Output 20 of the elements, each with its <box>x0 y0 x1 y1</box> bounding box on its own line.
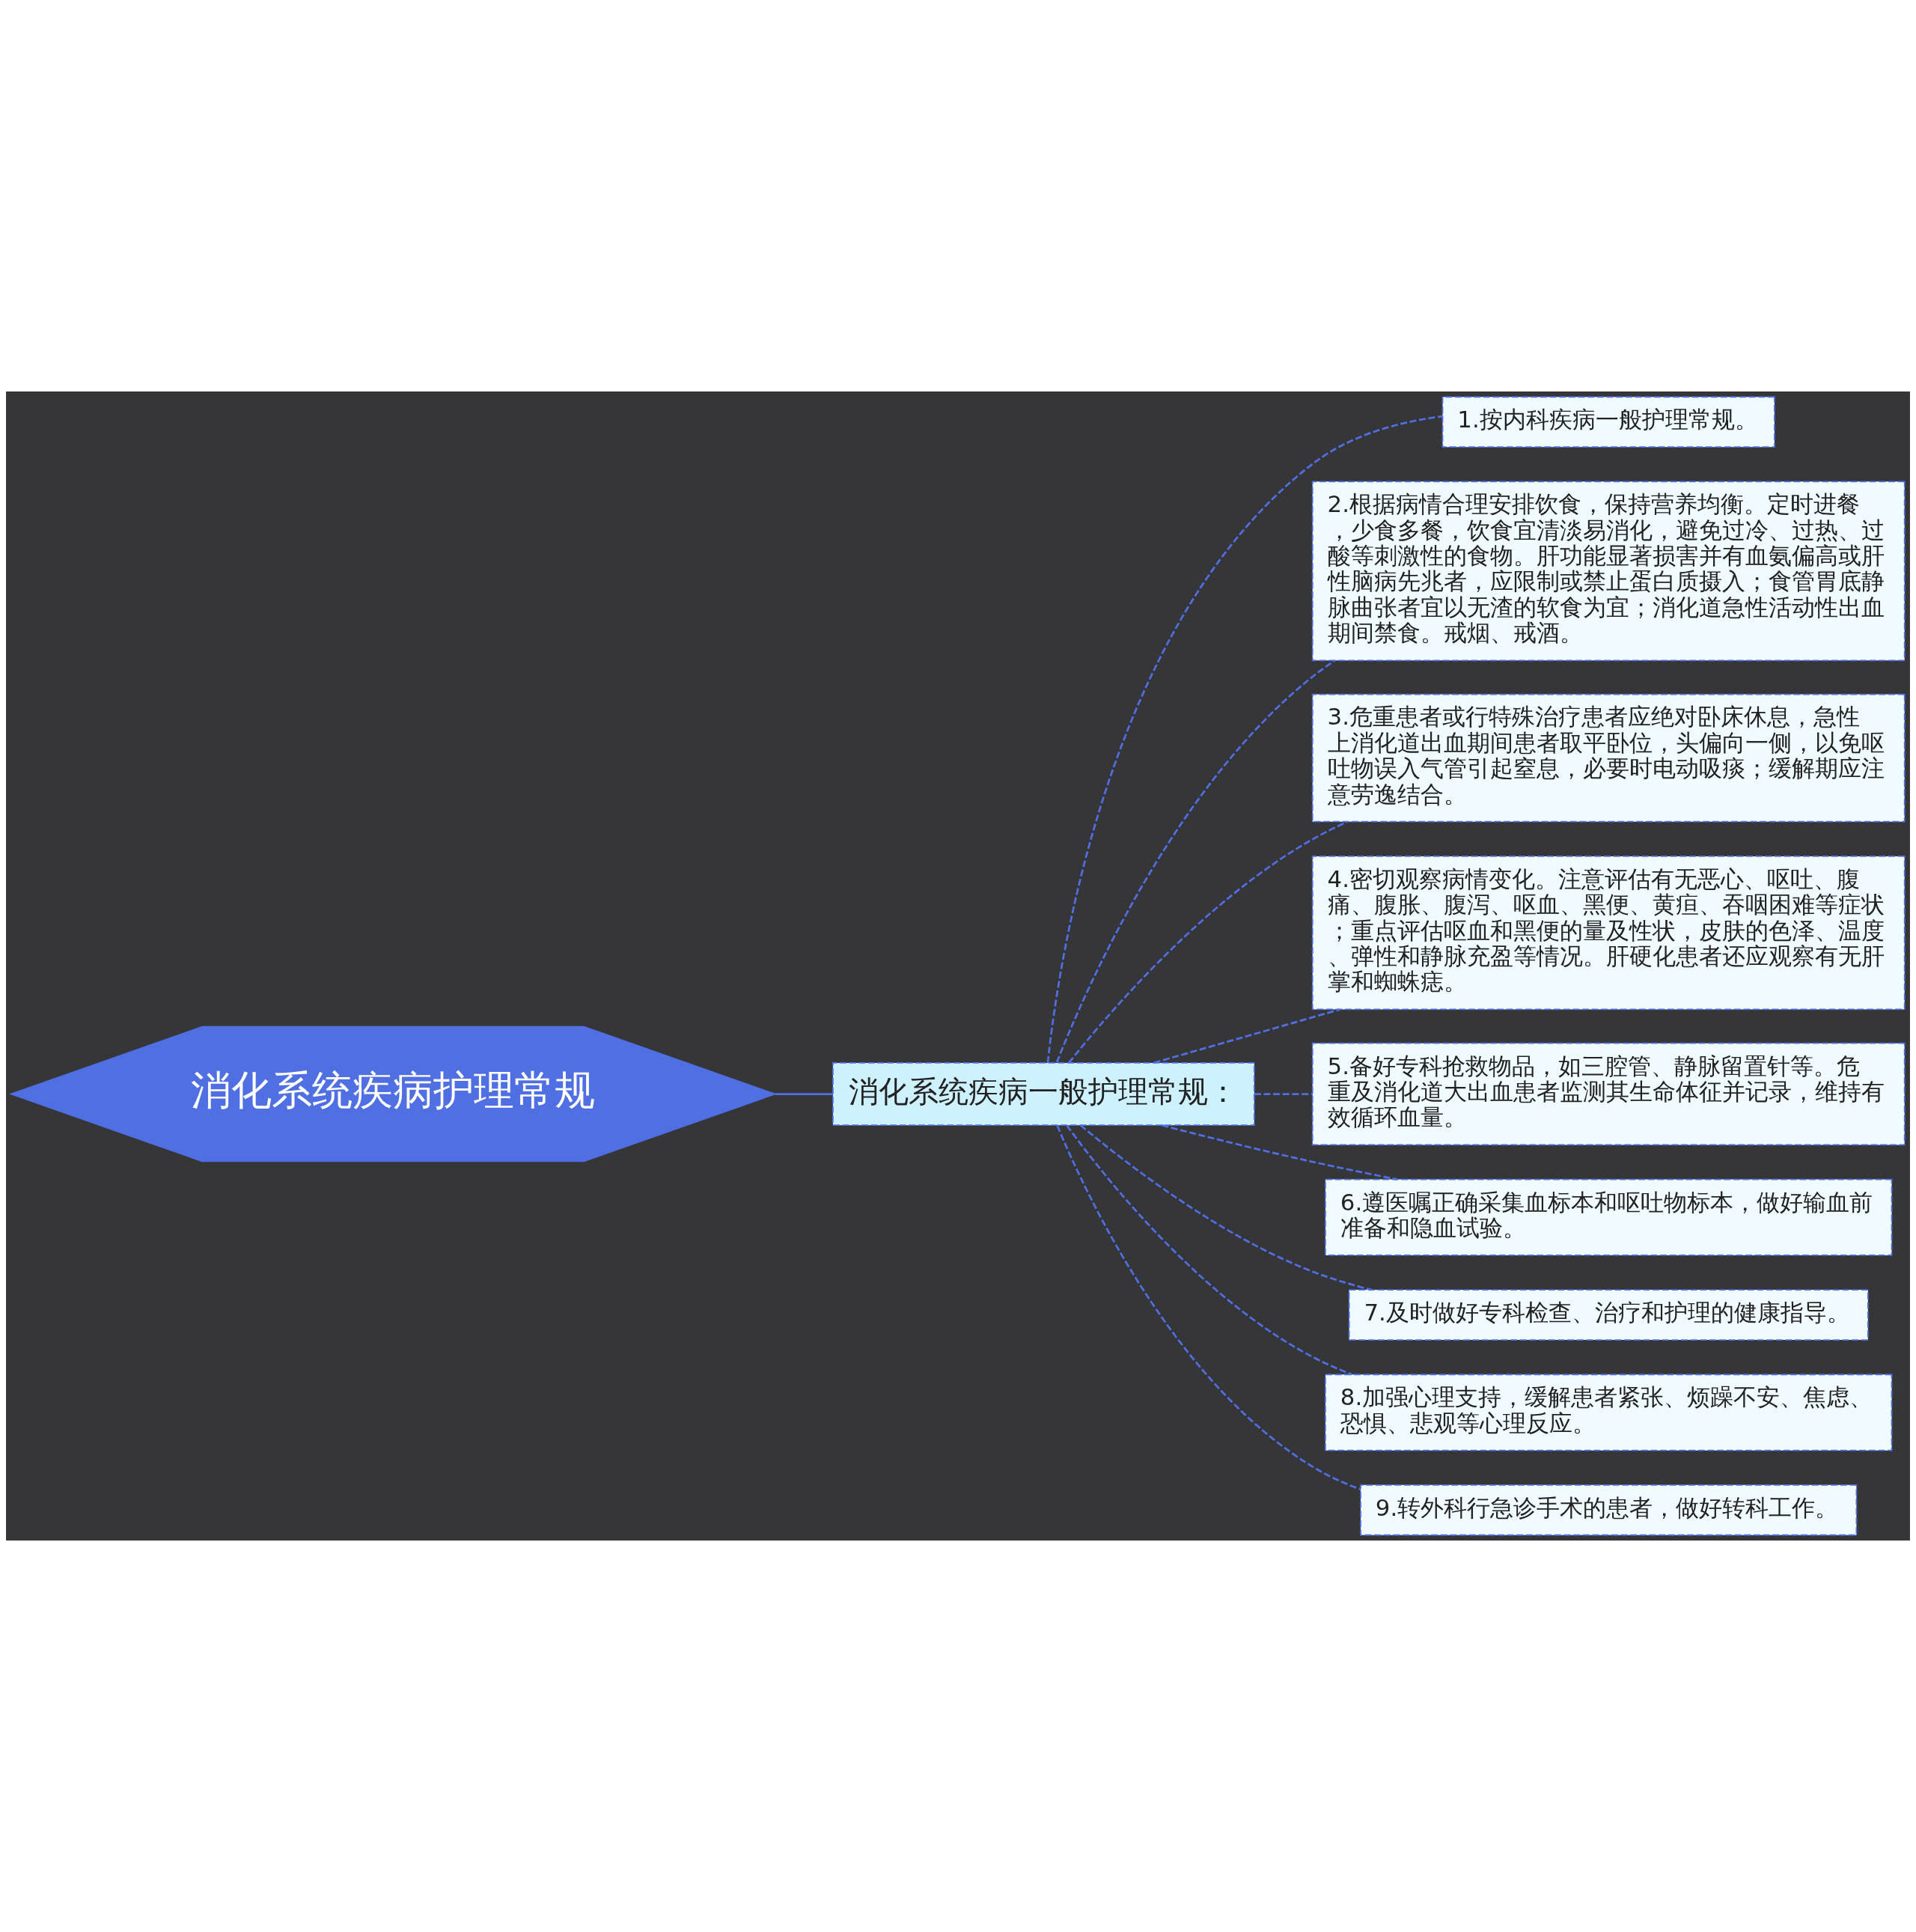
connector <box>775 1093 833 1095</box>
node-box: 7.及时做好专科检查、治疗和护理的健康指导。 <box>1348 1289 1869 1341</box>
node-box: 8.加强心理支持，缓解患者紧张、烦躁不安、焦虑、恐惧、悲观等心理反应。 <box>1325 1374 1893 1451</box>
node-box: 6.遵医嘱正确采集血标本和呕吐物标本，做好输血前准备和隐血试验。 <box>1325 1178 1893 1256</box>
connector <box>1056 1125 1361 1490</box>
connector <box>1055 659 1336 1063</box>
connector <box>1079 1124 1372 1291</box>
connector <box>1068 820 1348 1064</box>
connector <box>1046 415 1443 1063</box>
connector <box>1066 1124 1352 1376</box>
connector <box>1254 1093 1313 1095</box>
node-box: 1.按内科疾病一般护理常规。 <box>1441 396 1775 448</box>
node-box: 4.密切观察病情变化。注意评估有无恶心、呕吐、腹痛、腹胀、腹泻、呕血、黑便、黄疸、吞咽困难等症状；重点评估呕血和黑便的量及性状，皮肤的色泽、温度、弹性和静脉充盈等情况。肝硬化患者还应观察有无肝掌和蜘蛛痣。 <box>1311 855 1906 1011</box>
connector <box>1161 1124 1398 1180</box>
node-box: 5.备好专科抢救物品，如三腔管、静脉留置针等。危重及消化道大出血患者监测其生命体征并记录，维持有效循环血量。 <box>1311 1042 1906 1146</box>
node-box: 9.转外科行急诊手术的患者，做好转科工作。 <box>1360 1484 1858 1536</box>
node-box: 消化系统疾病一般护理常规： <box>832 1062 1255 1127</box>
connector <box>1153 1008 1340 1064</box>
node-box: 2.根据病情合理安排饮食，保持营养均衡。定时进餐，少食多餐，饮食宜清淡易消化，避免过冷、过热、过酸等刺激性的食物。肝功能显著损害并有血氨偏高或肝性脑病先兆者，应限制或禁止蛋白质摄入；食管胃底静脉曲张者宜以无渣的软食为宜；消化道急性活动性出血期间禁食。戒烟、戒酒。 <box>1311 481 1906 662</box>
node-box: 3.危重患者或行特殊治疗患者应绝对卧床休息，急性上消化道出血期间患者取平卧位，头偏向一侧，以免呕吐物误入气管引起窒息，必要时电动吸痰；缓解期应注意劳逸结合。 <box>1311 693 1906 823</box>
